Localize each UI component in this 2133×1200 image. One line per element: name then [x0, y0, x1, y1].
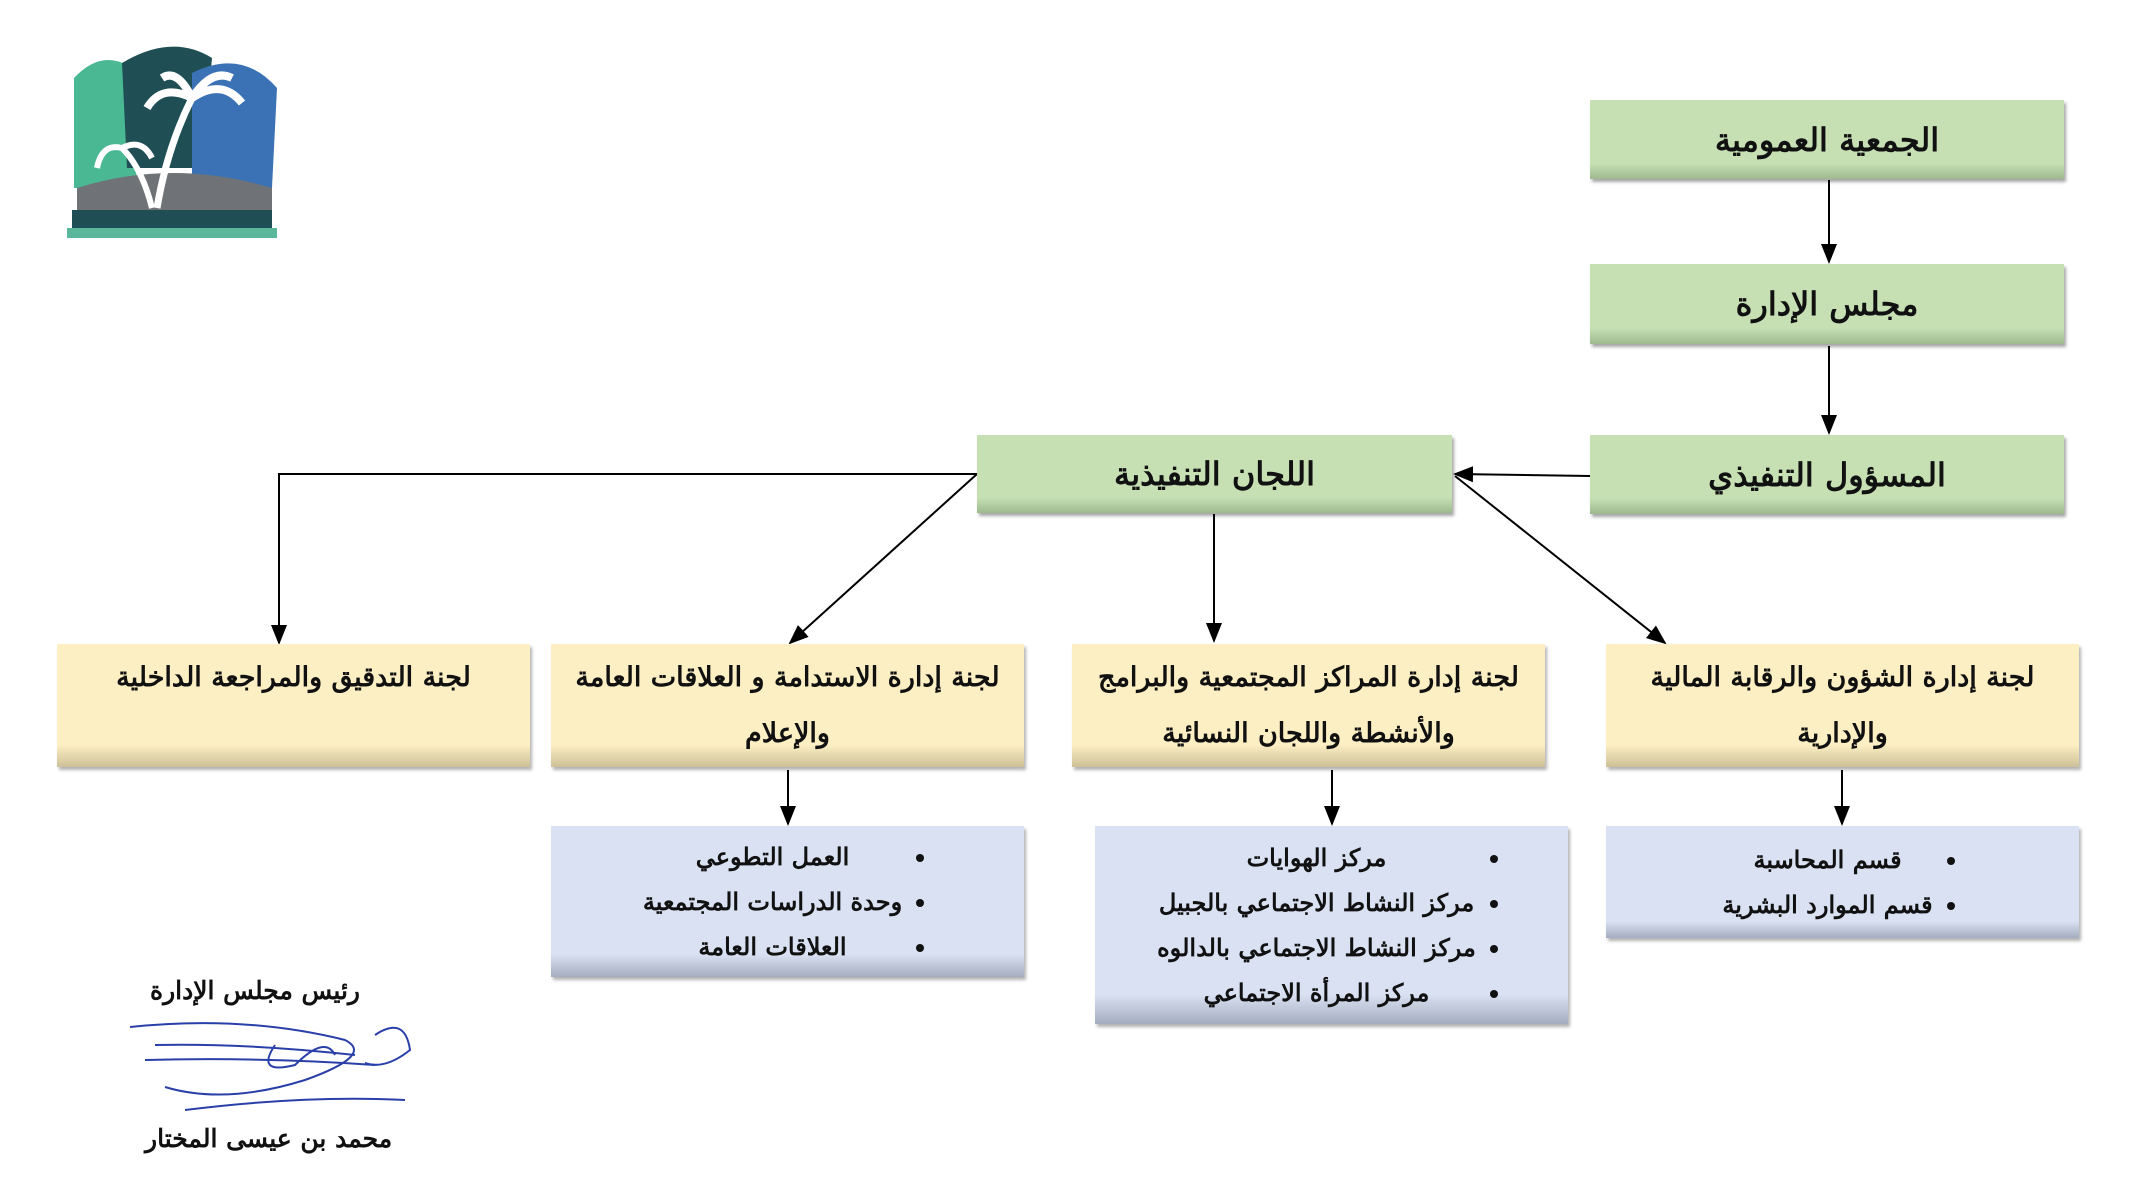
list-item: مركز الهوايات — [1157, 835, 1476, 880]
list-item: مركز النشاط الاجتماعي بالدالوه — [1157, 925, 1476, 970]
general-assembly-label: الجمعية العمومية — [1714, 120, 1940, 159]
committee-title: لجنة إدارة الشؤون والرقابة المالية والإد… — [1650, 661, 2035, 749]
board-box: مجلس الإدارة — [1590, 264, 2064, 344]
committee-sustainability-pr: لجنة إدارة الاستدامة و العلاقات العامة و… — [551, 644, 1024, 767]
committee-finance-admin: لجنة إدارة الشؤون والرقابة المالية والإد… — [1606, 644, 2079, 767]
board-label: مجلس الإدارة — [1735, 285, 1919, 323]
committee-audit: لجنة التدقيق والمراجعة الداخلية — [57, 644, 530, 767]
committee-title: لجنة التدقيق والمراجعة الداخلية — [116, 662, 471, 693]
executive-committees-box: اللجان التنفيذية — [977, 435, 1452, 513]
list-item: العلاقات العامة — [643, 924, 902, 969]
signature-scribble — [129, 1022, 412, 1111]
general-assembly-box: الجمعية العمومية — [1590, 100, 2064, 179]
executive-officer-label: المسؤول التنفيذي — [1708, 455, 1946, 494]
list-item: مركز النشاط الاجتماعي بالجبيل — [1157, 880, 1476, 925]
finance-departments-box: قسم المحاسبةقسم الموارد البشرية — [1606, 826, 2079, 938]
community-centers-box: مركز الهواياتمركز النشاط الاجتماعي بالجب… — [1095, 826, 1568, 1024]
executive-officer-box: المسؤول التنفيذي — [1590, 435, 2064, 514]
signature-title: رئيس مجلس الإدارة — [150, 976, 360, 1005]
list-item: مركز المرأة الاجتماعي — [1157, 970, 1476, 1015]
list-item: قسم المحاسبة — [1722, 837, 1932, 882]
list-item: وحدة الدراسات المجتمعية — [643, 879, 902, 924]
list-item: العمل التطوعي — [643, 834, 902, 879]
signature-name: محمد بن عيسى المختار — [145, 1124, 393, 1153]
committee-community-centers: لجنة إدارة المراكز المجتمعية والبرامج وا… — [1072, 644, 1545, 767]
sustainability-units-box: العمل التطوعيوحدة الدراسات المجتمعيةالعل… — [551, 826, 1024, 977]
executive-committees-label: اللجان التنفيذية — [1114, 455, 1315, 493]
list-item: قسم الموارد البشرية — [1722, 882, 1932, 927]
committee-title: لجنة إدارة الاستدامة و العلاقات العامة و… — [575, 661, 1000, 749]
logo — [62, 38, 282, 240]
committee-title: لجنة إدارة المراكز المجتمعية والبرامج وا… — [1098, 661, 1519, 749]
